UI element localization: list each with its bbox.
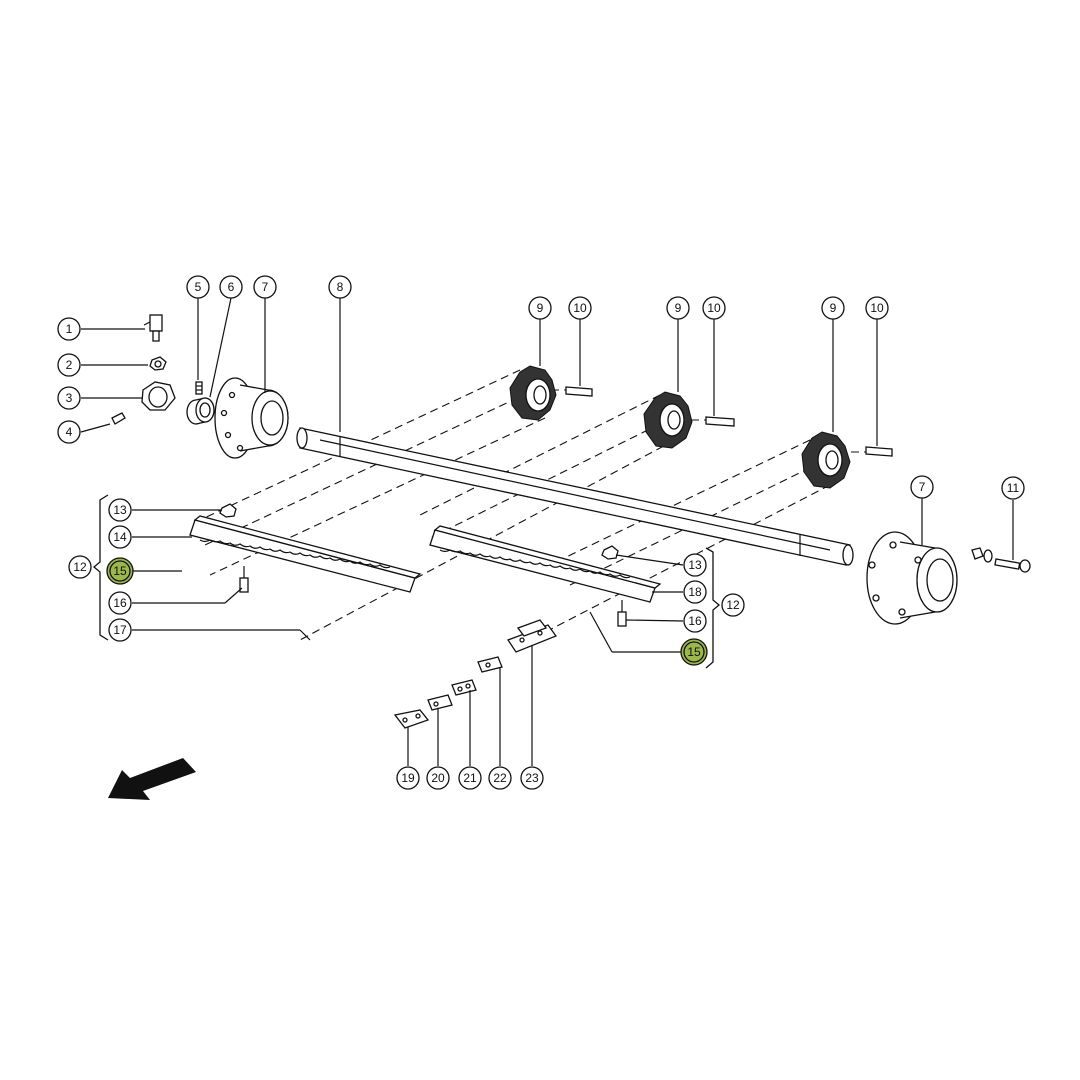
direction-arrow-icon (108, 758, 196, 800)
part-18-bar-right (429, 525, 662, 603)
callout-13-left: 13 (108, 498, 132, 522)
svg-text:5: 5 (195, 280, 202, 294)
callout-5: 5 (186, 275, 210, 299)
callout-3: 3 (57, 386, 81, 410)
part-10-key-2 (705, 416, 735, 427)
part-7-flange-hub-left (214, 377, 289, 459)
svg-text:13: 13 (688, 558, 702, 572)
callouts: 1 2 3 4 5 6 7 8 9 10 9 10 9 10 7 11 13 1… (57, 275, 1025, 790)
svg-text:10: 10 (870, 301, 884, 315)
callout-15-right: 15 (680, 638, 708, 666)
leader-lines (80, 297, 1014, 766)
part-3-castle-nut (141, 381, 176, 411)
svg-text:16: 16 (688, 614, 702, 628)
brace-group-12-right (705, 547, 721, 669)
callout-2: 2 (57, 353, 81, 377)
part-22-chain-link (477, 656, 503, 673)
part-2-nut (149, 356, 167, 371)
svg-text:7: 7 (919, 480, 926, 494)
callout-10-c: 10 (865, 296, 889, 320)
part-23-chain-link (507, 619, 558, 653)
svg-text:21: 21 (463, 771, 477, 785)
part-9-sprocket-3 (801, 431, 851, 489)
part-9-sprocket-2 (643, 391, 693, 449)
svg-text:22: 22 (493, 771, 507, 785)
svg-text:8: 8 (337, 280, 344, 294)
part-13-nut-left (219, 503, 237, 518)
brace-group-12-left (92, 494, 109, 641)
svg-text:3: 3 (66, 391, 73, 405)
svg-text:10: 10 (707, 301, 721, 315)
svg-text:15: 15 (687, 645, 701, 659)
svg-text:18: 18 (688, 585, 702, 599)
part-21-chain-link (451, 679, 477, 696)
callout-10-b: 10 (702, 296, 726, 320)
svg-text:6: 6 (228, 280, 235, 294)
callout-17: 17 (108, 618, 132, 642)
part-5-grease-nipple (195, 381, 203, 395)
part-1-fitting (143, 314, 163, 342)
svg-text:17: 17 (113, 623, 127, 637)
part-10-key-3 (865, 446, 893, 457)
svg-text:9: 9 (537, 301, 544, 315)
svg-text:23: 23 (525, 771, 539, 785)
callout-23: 23 (520, 766, 544, 790)
part-4-key (111, 412, 126, 425)
callout-19: 19 (396, 766, 420, 790)
callout-10-a: 10 (568, 296, 592, 320)
svg-text:12: 12 (726, 598, 740, 612)
svg-text:2: 2 (66, 358, 73, 372)
callout-21: 21 (458, 766, 482, 790)
callout-11: 11 (1001, 476, 1025, 500)
callout-16-left: 16 (108, 591, 132, 615)
part-9-sprocket-1 (509, 365, 557, 421)
callout-18: 18 (683, 580, 707, 604)
svg-text:12: 12 (73, 560, 87, 574)
callout-13-right: 13 (683, 553, 707, 577)
callout-9-b: 9 (666, 296, 690, 320)
svg-text:7: 7 (262, 280, 269, 294)
part-8-shaft (296, 427, 854, 566)
part-14-bar-left (189, 515, 422, 593)
callout-20: 20 (426, 766, 450, 790)
part-13-nut-right (601, 545, 619, 560)
svg-text:19: 19 (401, 771, 415, 785)
svg-text:4: 4 (66, 425, 73, 439)
part-20-chain-link (427, 694, 453, 711)
part-16-bolt-right (617, 600, 627, 627)
svg-text:10: 10 (573, 301, 587, 315)
callout-7-left: 7 (253, 275, 277, 299)
callout-9-c: 9 (821, 296, 845, 320)
callout-1: 1 (57, 317, 81, 341)
svg-text:1: 1 (66, 322, 73, 336)
part-11-bolt (971, 547, 1031, 573)
svg-text:9: 9 (675, 301, 682, 315)
svg-text:14: 14 (113, 530, 127, 544)
part-7-flange-hub-right (866, 531, 958, 625)
part-19-chain-link (393, 709, 430, 729)
part-10-key-1 (565, 386, 593, 397)
callout-22: 22 (488, 766, 512, 790)
callout-9-a: 9 (528, 296, 552, 320)
svg-text:13: 13 (113, 503, 127, 517)
callout-15-left: 15 (106, 557, 134, 585)
svg-text:20: 20 (431, 771, 445, 785)
callout-16-right: 16 (683, 609, 707, 633)
callout-14: 14 (108, 525, 132, 549)
callout-8: 8 (328, 275, 352, 299)
callout-6: 6 (219, 275, 243, 299)
svg-text:16: 16 (113, 596, 127, 610)
svg-text:15: 15 (113, 564, 127, 578)
callout-12-left: 12 (68, 555, 92, 579)
svg-text:9: 9 (830, 301, 837, 315)
callout-12-right: 12 (721, 593, 745, 617)
callout-4: 4 (57, 420, 81, 444)
part-6-bush (186, 397, 215, 425)
part-16-bolt-left (239, 566, 249, 593)
svg-text:11: 11 (1007, 481, 1020, 495)
callout-7-right: 7 (910, 475, 934, 499)
